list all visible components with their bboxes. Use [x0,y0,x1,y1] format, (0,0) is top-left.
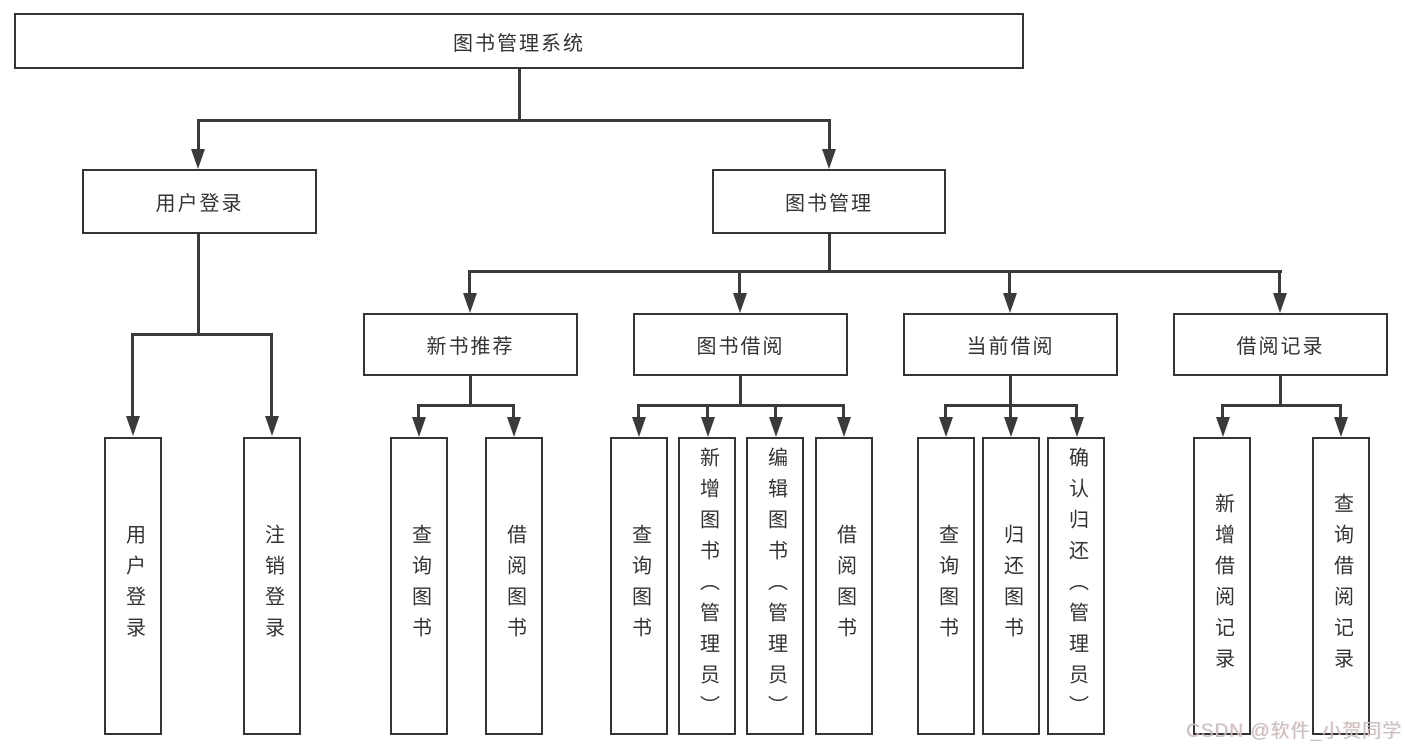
arrowhead-down-icon [939,417,953,437]
connector-line [828,119,831,151]
leaf-user-login: 用户登录 [104,437,162,735]
arrowhead-down-icon [837,417,851,437]
connector-line [417,404,515,407]
connector-line [1278,270,1281,295]
connector-line [706,404,709,418]
leaf-cb-query-book-label: 查询图书 [935,524,958,648]
node-current-borrow: 当前借阅 [903,313,1118,376]
connector-line [842,404,845,418]
arrowhead-down-icon [1003,293,1017,313]
connector-line [774,404,777,418]
node-book-mgmt-branch-label: 图书管理 [785,193,873,215]
connector-line [828,234,831,272]
connector-line [468,270,471,295]
arrowhead-down-icon [126,416,140,436]
leaf-bb-borrow-book: 借阅图书 [815,437,873,735]
connector-line [637,404,640,418]
arrowhead-down-icon [265,416,279,436]
connector-line [1221,404,1224,418]
connector-line [738,270,741,295]
connector-line [1279,376,1282,406]
node-new-book-rec-label: 新书推荐 [426,336,515,358]
arrowhead-down-icon [701,417,715,437]
leaf-cb-query-book: 查询图书 [917,437,975,735]
node-current-borrow-label: 当前借阅 [966,336,1055,358]
arrowhead-down-icon [1216,417,1230,437]
leaf-logout: 注销登录 [243,437,301,735]
connector-line [512,404,515,418]
node-user-login-branch-label: 用户登录 [155,193,244,215]
leaf-cb-confirm-return: 确认归还（管理员） [1047,437,1105,735]
connector-line [469,376,472,407]
leaf-bb-edit-book: 编辑图书（管理员） [746,437,804,735]
connector-line [1009,404,1012,418]
leaf-bb-query-book: 查询图书 [610,437,668,735]
arrowhead-down-icon [463,293,477,313]
connector-line [518,69,521,122]
leaf-logout-label: 注销登录 [261,524,284,648]
leaf-br-add-record: 新增借阅记录 [1193,437,1251,735]
arrowhead-down-icon [1334,417,1348,437]
arrowhead-down-icon [412,417,426,437]
arrowhead-down-icon [733,293,747,313]
connector-line [131,333,273,336]
leaf-bb-query-book-label: 查询图书 [628,524,651,648]
csdn-watermark: CSDN @软件_小贺同学 [1186,721,1402,742]
connector-line [1009,376,1012,406]
node-book-borrow-label: 图书借阅 [696,336,785,358]
connector-line [944,404,947,418]
arrowhead-down-icon [1070,417,1084,437]
node-user-login-branch: 用户登录 [82,169,317,234]
leaf-cb-return-book-label: 归还图书 [1000,524,1023,648]
node-book-borrow: 图书借阅 [633,313,848,376]
leaf-bb-add-book-label: 新增图书（管理员） [696,446,719,726]
arrowhead-down-icon [191,149,205,169]
leaf-rec-query-book: 查询图书 [390,437,448,735]
leaf-rec-borrow-book: 借阅图书 [485,437,543,735]
leaf-bb-add-book: 新增图书（管理员） [678,437,736,735]
connector-line [739,376,742,406]
leaf-rec-borrow-book-label: 借阅图书 [503,524,526,648]
connector-line [1008,270,1011,295]
leaf-cb-return-book: 归还图书 [982,437,1040,735]
node-borrow-records-label: 借阅记录 [1236,336,1325,358]
leaf-bb-edit-book-label: 编辑图书（管理员） [764,446,787,726]
connector-line [1075,404,1078,418]
arrowhead-down-icon [1004,417,1018,437]
connector-line [469,270,1282,273]
arrowhead-down-icon [822,149,836,169]
connector-line [197,119,200,151]
node-book-mgmt-branch: 图书管理 [712,169,946,234]
node-root-label: 图书管理系统 [453,32,585,55]
leaf-user-login-label: 用户登录 [122,524,145,648]
connector-line [1339,404,1342,418]
connector-line [197,234,200,335]
leaf-br-add-record-label: 新增借阅记录 [1211,493,1234,679]
leaf-bb-borrow-book-label: 借阅图书 [833,524,856,648]
connector-line [131,333,134,417]
node-borrow-records: 借阅记录 [1173,313,1388,376]
leaf-rec-query-book-label: 查询图书 [408,524,431,648]
arrowhead-down-icon [1273,293,1287,313]
arrowhead-down-icon [632,417,646,437]
leaf-br-query-record-label: 查询借阅记录 [1330,493,1353,679]
node-root-system: 图书管理系统 [14,13,1024,69]
connector-line [197,119,831,122]
arrowhead-down-icon [769,417,783,437]
connector-line [417,404,420,418]
connector-line [270,333,273,417]
connector-line [637,404,845,407]
node-new-book-rec: 新书推荐 [363,313,578,376]
arrowhead-down-icon [507,417,521,437]
leaf-br-query-record: 查询借阅记录 [1312,437,1370,735]
leaf-cb-confirm-return-label: 确认归还（管理员） [1065,446,1088,726]
connector-line [1221,404,1342,407]
